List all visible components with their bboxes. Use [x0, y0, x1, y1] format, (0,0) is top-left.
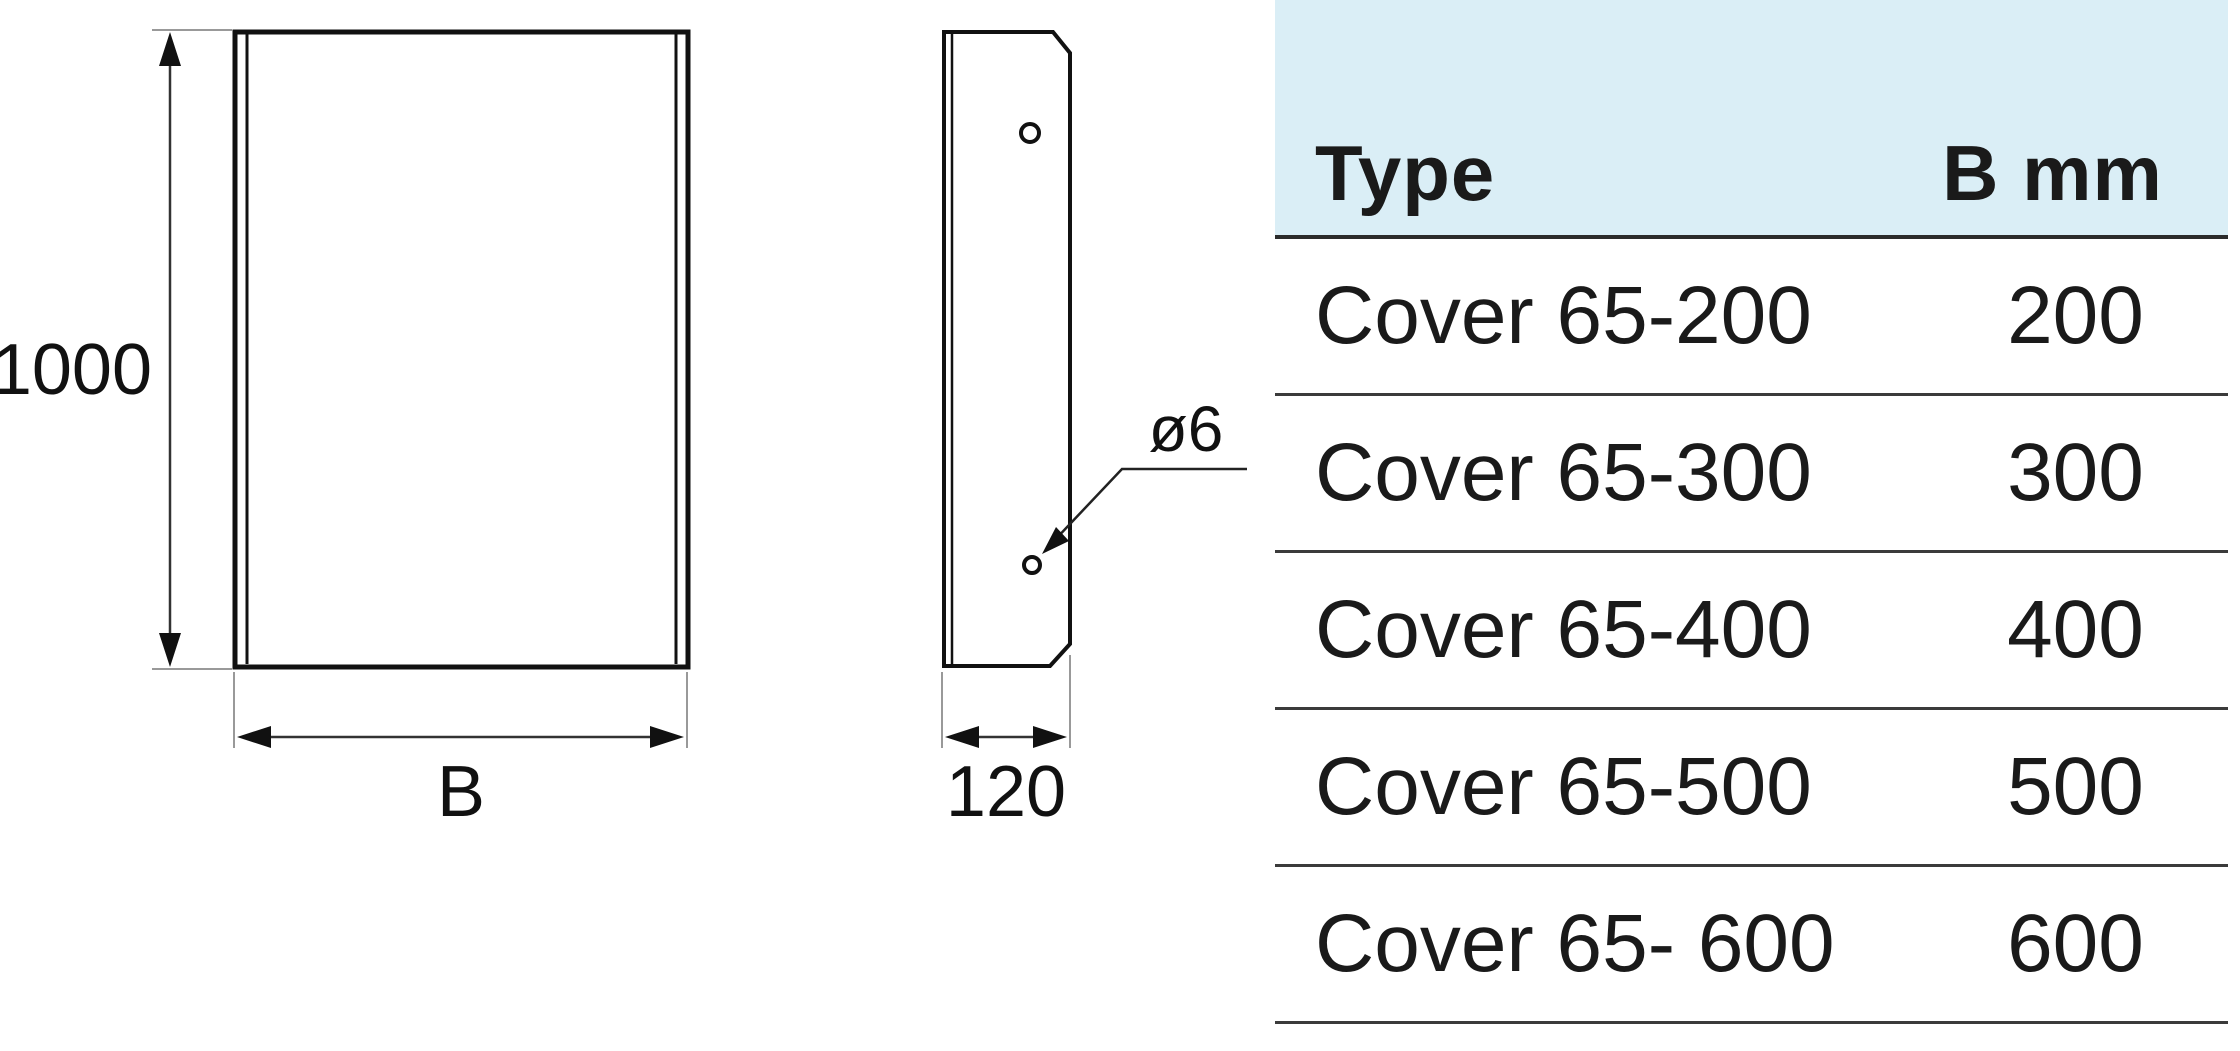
arrowhead-right — [1033, 726, 1067, 748]
side-view-outline — [942, 30, 1072, 668]
cell-type: Cover 65-300 — [1315, 427, 1812, 518]
cell-type: Cover 65-200 — [1315, 270, 1812, 361]
cell-b-mm: 200 — [2007, 270, 2144, 361]
table-row: Cover 65- 600 600 — [1275, 867, 2228, 1024]
hole-callout: ø6 — [1042, 393, 1247, 554]
mounting-hole-top — [1019, 122, 1041, 144]
width-dimension-label: B — [437, 752, 485, 832]
column-header-type: Type — [1315, 129, 1496, 217]
cell-type: Cover 65-500 — [1315, 741, 1812, 832]
cell-type: Cover 65-400 — [1315, 584, 1812, 675]
table-row: Cover 65-300 300 — [1275, 396, 2228, 553]
technical-drawing: 1000 B ø6 — [0, 29, 1247, 832]
front-view: 1000 B — [0, 29, 691, 832]
side-view: ø6 120 — [941, 30, 1247, 832]
cell-b-mm: 600 — [2007, 898, 2144, 989]
mounting-hole-bottom — [1022, 555, 1042, 575]
size-table: Type B mm Cover 65-200 200 Cover 65-300 … — [1275, 0, 2228, 1024]
cell-b-mm: 400 — [2007, 584, 2144, 675]
arrowhead-up — [159, 32, 181, 66]
leader-arrowhead — [1042, 527, 1069, 554]
arrowhead-left — [237, 726, 271, 748]
table-row: Cover 65-500 500 — [1275, 710, 2228, 867]
cell-type: Cover 65- 600 — [1315, 898, 1835, 989]
depth-dimension-label: 120 — [946, 752, 1066, 832]
width-dimension: B — [233, 672, 688, 832]
size-table-header: Type B mm — [1275, 0, 2228, 239]
size-table-body: Cover 65-200 200 Cover 65-300 300 Cover … — [1275, 239, 2228, 1024]
cell-b-mm: 500 — [2007, 741, 2144, 832]
arrowhead-down — [159, 633, 181, 667]
table-row: Cover 65-400 400 — [1275, 553, 2228, 710]
front-view-outline — [232, 29, 691, 670]
leader-line — [1051, 467, 1247, 544]
cell-b-mm: 300 — [2007, 427, 2144, 518]
arrowhead-left — [945, 726, 979, 748]
column-header-bmm: B mm — [1942, 129, 2163, 217]
height-dimension-label: 1000 — [0, 330, 152, 410]
height-dimension: 1000 — [0, 29, 232, 670]
depth-dimension: 120 — [941, 655, 1071, 832]
hole-diameter-label: ø6 — [1149, 393, 1224, 465]
table-row: Cover 65-200 200 — [1275, 239, 2228, 396]
arrowhead-right — [650, 726, 684, 748]
